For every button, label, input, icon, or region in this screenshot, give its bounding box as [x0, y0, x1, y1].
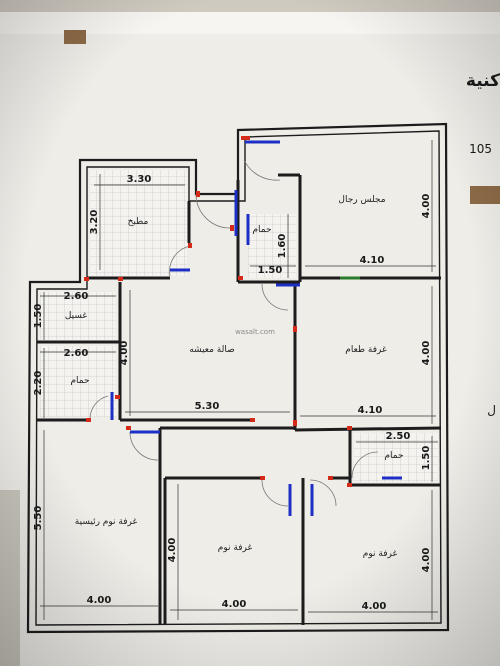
- dim-bath-right-width: 2.50: [386, 431, 411, 442]
- room-laundry: غسيل: [65, 311, 88, 321]
- accent-bar-left: [64, 30, 86, 44]
- dim-dining-width: 4.10: [358, 405, 383, 416]
- dim-bed-mid-width: 4.00: [222, 599, 247, 610]
- room-master-bedroom: غرفة نوم رئيسية: [75, 517, 138, 527]
- dim-bath-right-height: 1.50: [421, 446, 432, 471]
- dim-bath-top-width: 1.50: [258, 265, 283, 276]
- dim-bath-left-width: 2.60: [64, 348, 89, 359]
- dim-kitchen-height: 3.20: [89, 210, 100, 235]
- dim-master-width: 4.00: [87, 595, 112, 606]
- watermark: wasalt.com: [235, 328, 275, 336]
- dim-bath-top-height: 1.60: [277, 234, 288, 259]
- room-kitchen: مطبخ: [128, 217, 149, 227]
- dim-dining-height: 4.00: [421, 341, 432, 366]
- left-shadow: [0, 490, 20, 666]
- dim-bed-right-width: 4.00: [362, 601, 387, 612]
- room-dining: غرفة طعام: [345, 345, 387, 355]
- dim-master-height: 5.50: [33, 506, 44, 531]
- dim-laundry-width: 2.60: [64, 291, 89, 302]
- top-edge: [0, 0, 500, 12]
- dim-living-width: 5.30: [195, 401, 220, 412]
- header-title-fragment: كنية: [466, 71, 500, 91]
- room-bath-left: حمام: [70, 376, 89, 386]
- header-number: 105: [469, 142, 492, 156]
- room-bedroom-right: غرفة نوم: [363, 549, 398, 559]
- dim-bath-left-height: 2.20: [33, 371, 44, 396]
- dim-kitchen-width: 3.30: [127, 174, 152, 185]
- accent-bar-right: [470, 186, 500, 204]
- room-majlis: مجلس رجال: [338, 195, 385, 205]
- dim-majlis-width: 4.10: [360, 255, 385, 266]
- room-living: صالة معيشه: [189, 345, 235, 355]
- room-bath-top: حمام: [252, 225, 271, 235]
- dim-laundry-height: 1.50: [33, 304, 44, 329]
- dim-bed-mid-height: 4.00: [167, 538, 178, 563]
- side-text-fragment: ل: [487, 403, 496, 417]
- dim-bed-right-height: 4.00: [421, 548, 432, 573]
- dim-living-height: 4.00: [119, 341, 130, 366]
- room-bath-right: حمام: [384, 451, 403, 461]
- dim-majlis-height: 4.00: [421, 194, 432, 219]
- room-bedroom-middle: غرفة نوم: [218, 543, 253, 553]
